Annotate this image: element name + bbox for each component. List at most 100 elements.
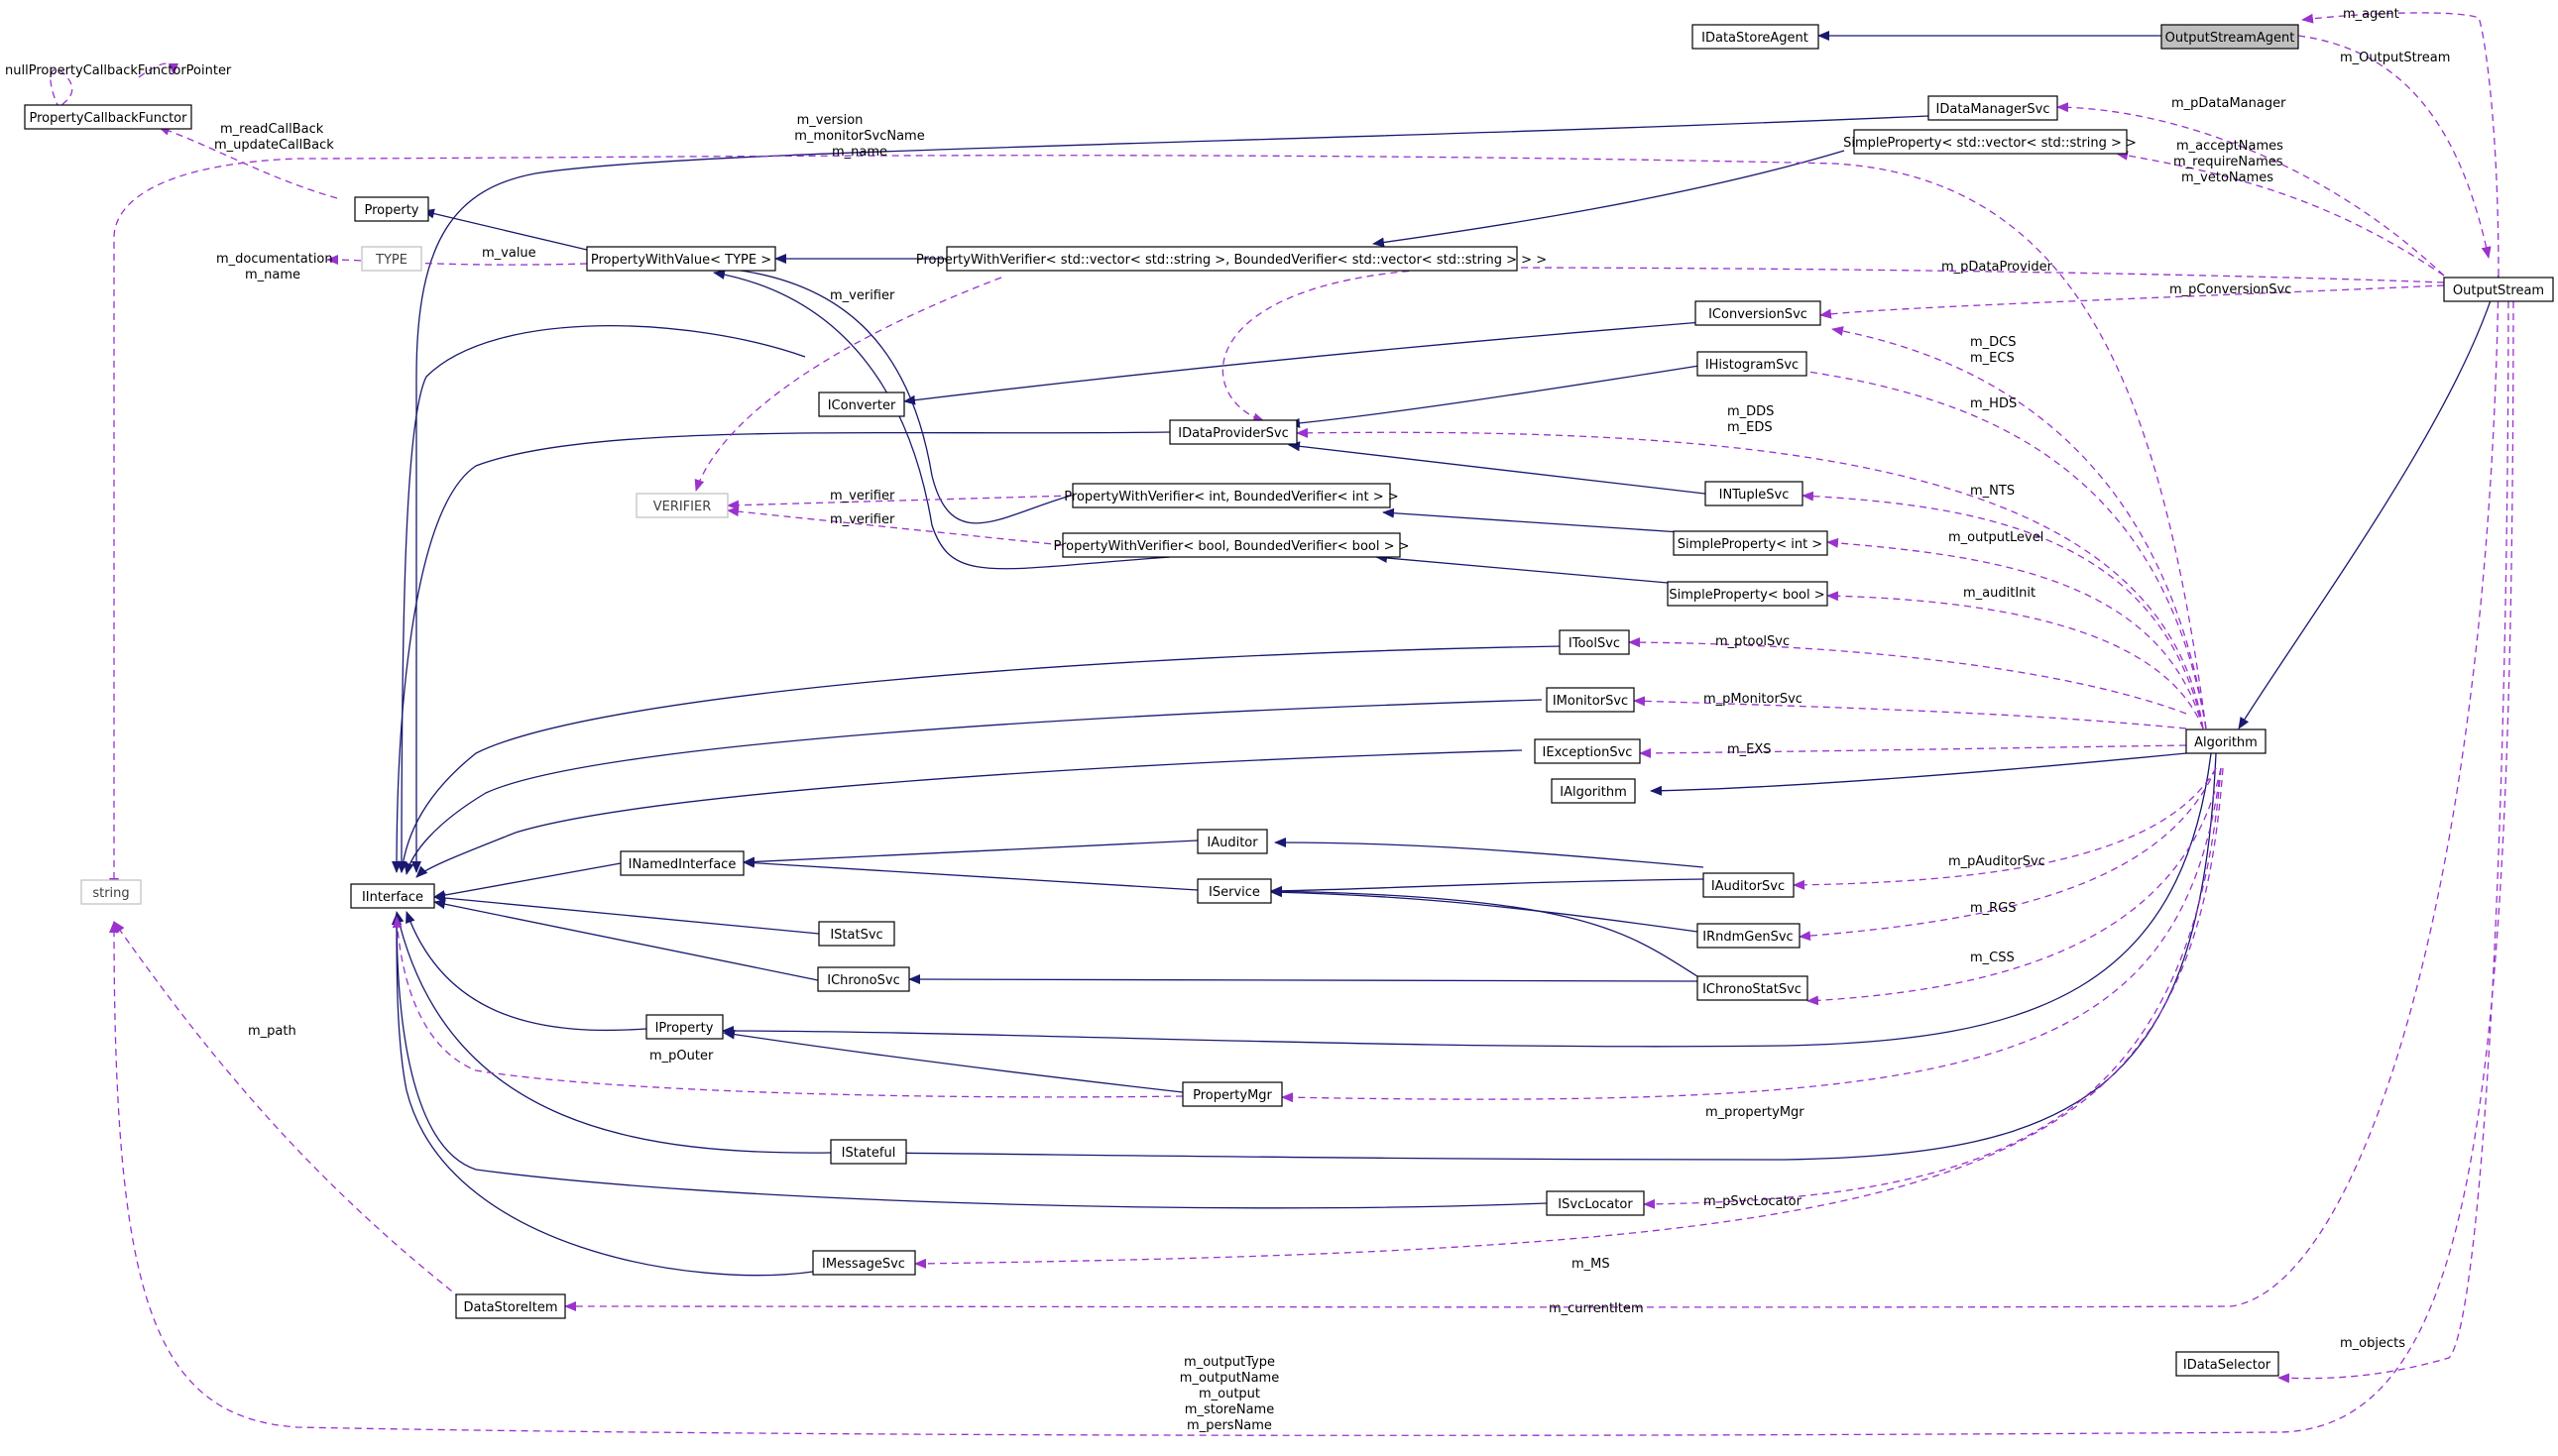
class-node-ihistogramsvc[interactable]: IHistogramSvc bbox=[1696, 351, 1807, 377]
edge-label: m_pSvcLocator bbox=[1703, 1194, 1802, 1209]
class-node-iproperty[interactable]: IProperty bbox=[645, 1014, 724, 1040]
class-node-label: SimpleProperty< bool > bbox=[1669, 588, 1824, 603]
class-node-iservice[interactable]: IService bbox=[1197, 878, 1272, 904]
edge-label: m_outputLevel bbox=[1948, 530, 2043, 545]
class-node-label: PropertyWithVerifier< int, BoundedVerifi… bbox=[1064, 490, 1398, 504]
class-node-label: IDataProviderSvc bbox=[1178, 426, 1289, 441]
class-node-label: PropertyMgr bbox=[1193, 1088, 1272, 1103]
edge-label: m_vetoNames bbox=[2181, 170, 2273, 185]
edge-label: m_persName bbox=[1187, 1418, 1272, 1433]
class-node-imessagesvc[interactable]: IMessageSvc bbox=[812, 1250, 916, 1276]
edge-label: m_auditInit bbox=[1963, 586, 2035, 601]
edge-label: m_pDataProvider bbox=[1941, 260, 2053, 275]
class-node-label: DataStoreItem bbox=[464, 1300, 558, 1315]
class-node-type[interactable]: TYPE bbox=[361, 246, 422, 272]
class-node-istatsvc[interactable]: IStatSvc bbox=[818, 921, 895, 947]
edge-label: m_outputType bbox=[1184, 1355, 1275, 1370]
class-node-outputstream[interactable]: OutputStream bbox=[2443, 277, 2554, 302]
edge-label: m_pAuditorSvc bbox=[1948, 854, 2045, 869]
class-node-irndmgensvc[interactable]: IRndmGenSvc bbox=[1696, 923, 1801, 949]
class-node-iinterface[interactable]: IInterface bbox=[350, 883, 435, 909]
class-node-verifier[interactable]: VERIFIER bbox=[636, 493, 729, 518]
edge-label: m_outputName bbox=[1180, 1371, 1279, 1386]
edge-label: m_RGS bbox=[1970, 901, 2017, 916]
class-node-label: IProperty bbox=[655, 1021, 714, 1036]
class-node-label: IDataManagerSvc bbox=[1936, 102, 2050, 117]
class-node-intuplesvc[interactable]: INTupleSvc bbox=[1704, 481, 1803, 506]
class-node-label: SimpleProperty< std::vector< std::string… bbox=[1843, 136, 2137, 151]
class-node-propertywithverifier-bool[interactable]: PropertyWithVerifier< bool, BoundedVerif… bbox=[1053, 532, 1410, 558]
class-node-propertymgr[interactable]: PropertyMgr bbox=[1182, 1081, 1283, 1107]
edge-label: m_DCS bbox=[1970, 335, 2017, 350]
class-node-istateful[interactable]: IStateful bbox=[830, 1139, 907, 1165]
edge-label: m_pConversionSvc bbox=[2169, 282, 2291, 297]
inheritance-edges bbox=[392, 31, 2500, 1277]
class-node-isvclocator[interactable]: ISvcLocator bbox=[1546, 1190, 1645, 1216]
class-node-iconverter[interactable]: IConverter bbox=[818, 392, 905, 417]
class-node-label: IHistogramSvc bbox=[1705, 358, 1799, 373]
class-node-label: OutputStreamAgent bbox=[2165, 31, 2295, 46]
edge-label: m_readCallBack bbox=[220, 122, 324, 137]
edge-label: m_name bbox=[245, 268, 300, 282]
class-node-label: SimpleProperty< int > bbox=[1678, 537, 1822, 552]
edge-label: m_requireNames bbox=[2173, 155, 2283, 169]
class-node-iauditor[interactable]: IAuditor bbox=[1197, 829, 1268, 854]
edge-label: m_propertyMgr bbox=[1705, 1105, 1804, 1120]
class-node-simpleproperty-bool[interactable]: SimpleProperty< bool > bbox=[1667, 581, 1828, 607]
edge-label: m_name bbox=[832, 145, 887, 160]
class-node-label: IInterface bbox=[362, 890, 423, 905]
class-node-propertywithvalue-type[interactable]: PropertyWithValue< TYPE > bbox=[586, 246, 776, 272]
edge-label: m_verifier bbox=[830, 489, 895, 504]
edge-label: m_HDS bbox=[1970, 396, 2017, 411]
class-node-label: IService bbox=[1209, 885, 1260, 900]
class-node-algorithm[interactable]: Algorithm bbox=[2185, 728, 2267, 754]
class-node-iauditorsvc[interactable]: IAuditorSvc bbox=[1702, 872, 1795, 898]
class-node-label: PropertyCallbackFunctor bbox=[30, 111, 188, 126]
class-node-itoolsvc[interactable]: IToolSvc bbox=[1559, 629, 1630, 655]
class-node-property[interactable]: Property bbox=[354, 196, 429, 222]
class-node-label: PropertyWithVerifier< std::vector< std::… bbox=[916, 253, 1547, 268]
class-node-label: ISvcLocator bbox=[1558, 1197, 1633, 1212]
edge-label: m_OutputStream bbox=[2340, 51, 2450, 65]
class-node-ichronostatsvc[interactable]: IChronoStatSvc bbox=[1696, 975, 1808, 1001]
class-node-simpleproperty-int[interactable]: SimpleProperty< int > bbox=[1673, 530, 1828, 556]
class-node-label: IConversionSvc bbox=[1708, 307, 1807, 322]
class-node-label: Property bbox=[364, 203, 418, 218]
class-node-idataprovidersvc[interactable]: IDataProviderSvc bbox=[1169, 419, 1298, 445]
class-node-label: IToolSvc bbox=[1569, 636, 1620, 651]
edge-label: m_verifier bbox=[830, 512, 895, 527]
class-node-idatamanagersvc[interactable]: IDataManagerSvc bbox=[1927, 95, 2058, 121]
class-node-label: IAuditorSvc bbox=[1711, 879, 1785, 894]
class-node-propertycallbackfunctor[interactable]: PropertyCallbackFunctor bbox=[24, 104, 192, 130]
class-node-ichronosvc[interactable]: IChronoSvc bbox=[817, 966, 910, 992]
class-node-label: IRndmGenSvc bbox=[1702, 930, 1793, 945]
class-node-ialgorithm[interactable]: IAlgorithm bbox=[1551, 778, 1636, 804]
edge-label: m_ECS bbox=[1970, 351, 2015, 366]
edge-label: m_CSS bbox=[1970, 951, 2015, 965]
class-node-label: PropertyWithValue< TYPE > bbox=[591, 253, 771, 268]
class-node-imonitorsvc[interactable]: IMonitorSvc bbox=[1546, 687, 1635, 713]
class-node-iconversionsvc[interactable]: IConversionSvc bbox=[1694, 300, 1821, 326]
class-node-iexceptionsvc[interactable]: IExceptionSvc bbox=[1534, 738, 1641, 764]
edge-label: m_pMonitorSvc bbox=[1703, 692, 1802, 707]
class-node-inamedinterface[interactable]: INamedInterface bbox=[620, 850, 745, 876]
class-node-output-stream-agent[interactable]: OutputStreamAgent bbox=[2160, 24, 2299, 50]
class-node-datastoreitem[interactable]: DataStoreItem bbox=[455, 1293, 566, 1319]
class-node-string[interactable]: string bbox=[80, 879, 142, 905]
edge-label: m_monitorSvcName bbox=[794, 129, 924, 144]
edge-labels: m_agent m_OutputStream m_pDataManager nu… bbox=[5, 7, 2450, 1433]
edge-label: m_verifier bbox=[830, 288, 895, 303]
class-node-label: string bbox=[92, 886, 129, 901]
edge-label: m_agent bbox=[2343, 7, 2399, 22]
class-node-label: IChronoSvc bbox=[827, 973, 899, 988]
edge-label: m_currentItem bbox=[1549, 1301, 1644, 1316]
edge-label: m_NTS bbox=[1970, 484, 2015, 499]
class-node-idatastoreagent[interactable]: IDataStoreAgent bbox=[1691, 24, 1819, 50]
class-node-idataselector[interactable]: IDataSelector bbox=[2175, 1351, 2279, 1377]
class-node-propertywithverifier-vector-string[interactable]: PropertyWithVerifier< std::vector< std::… bbox=[916, 246, 1547, 272]
class-node-label: IConverter bbox=[828, 398, 896, 413]
class-node-simpleproperty-vector-string[interactable]: SimpleProperty< std::vector< std::string… bbox=[1843, 129, 2137, 155]
class-node-propertywithverifier-int[interactable]: PropertyWithVerifier< int, BoundedVerifi… bbox=[1064, 483, 1399, 508]
edge-label: m_ptoolSvc bbox=[1715, 634, 1790, 649]
class-node-label: OutputStream bbox=[2453, 283, 2544, 298]
